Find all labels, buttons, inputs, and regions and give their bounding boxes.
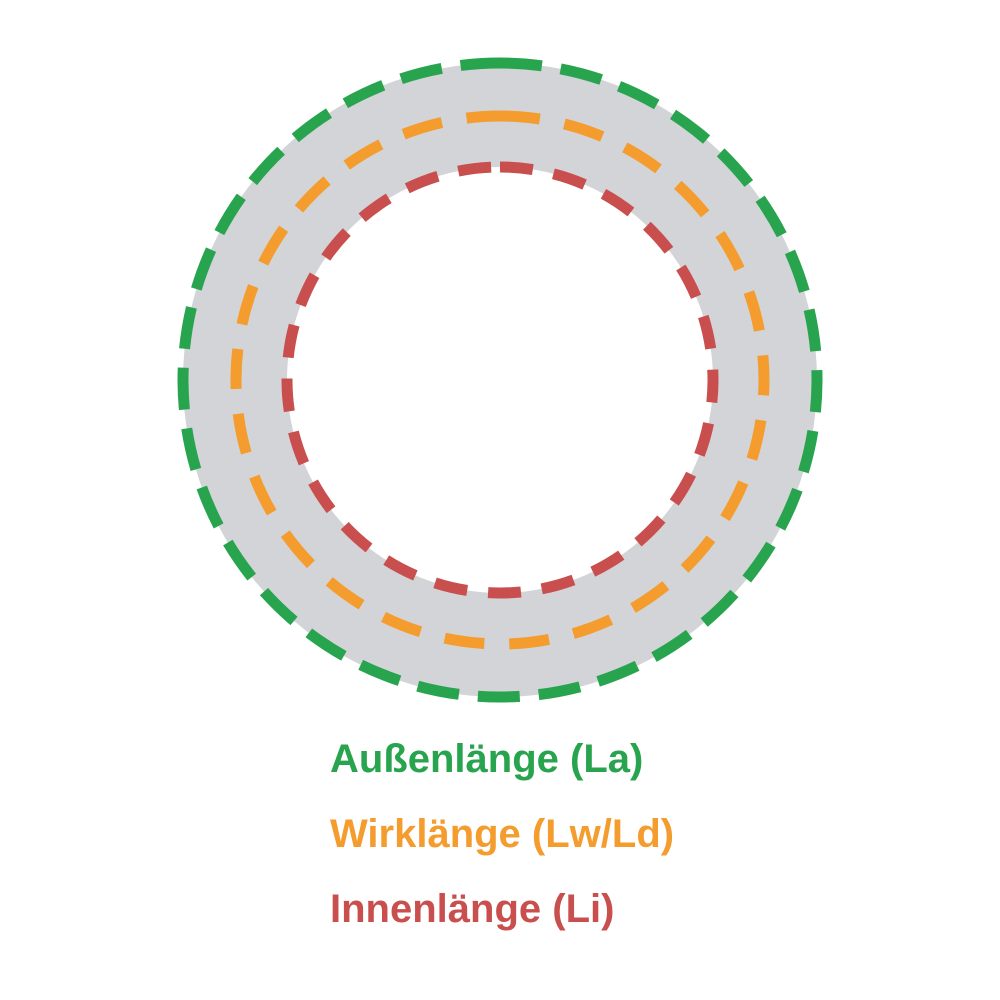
effective-length-circle — [230, 110, 770, 650]
outer-length-circle — [177, 57, 823, 703]
legend-effective-length-label: Wirklänge (Lw/Ld) — [330, 812, 675, 856]
legend-inner-length-label: Innenlänge (Li) — [330, 887, 615, 931]
inner-length-circle — [281, 161, 719, 599]
legend: Außenlänge (La) Wirklänge (Lw/Ld) Innenl… — [330, 738, 674, 930]
legend-outer-length-label: Außenlänge (La) — [330, 737, 644, 781]
